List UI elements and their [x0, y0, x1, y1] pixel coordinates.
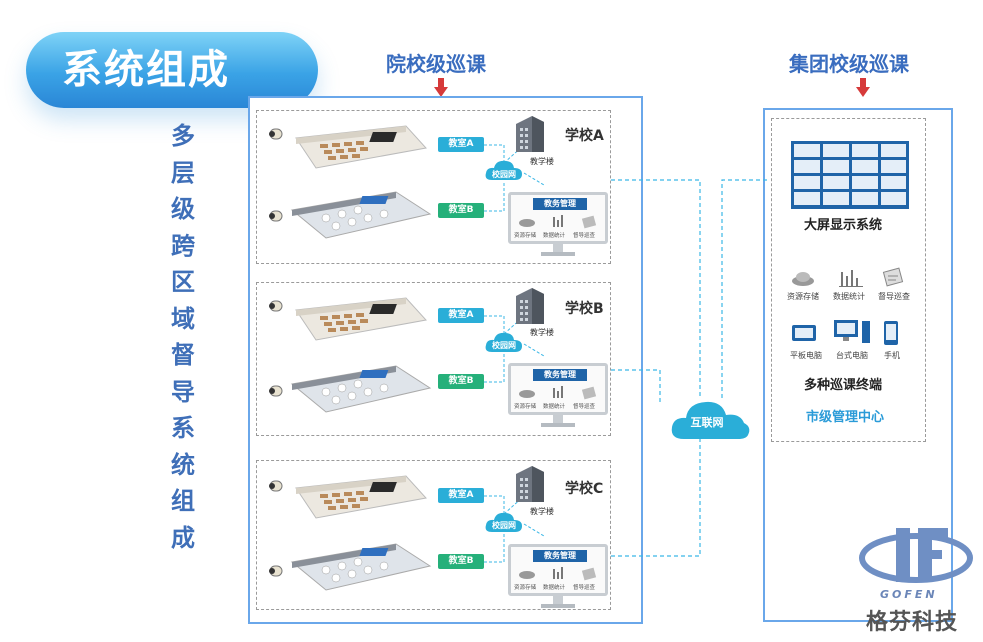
function-label: 数据统计 — [833, 292, 865, 301]
classroom-a-image — [295, 297, 427, 341]
brand-name: 格芬科技 — [866, 610, 959, 635]
cloud-icon — [485, 332, 522, 352]
monitor-label: 资源存储 — [514, 233, 537, 239]
gofen-logo — [859, 528, 973, 583]
vertical-char: 成 — [171, 523, 195, 552]
school-name: 学校C — [565, 481, 604, 497]
building-label: 教学楼 — [530, 507, 554, 516]
network-label: 校园网 — [492, 341, 516, 350]
classroom-a-tag: 教室A — [438, 488, 484, 503]
monitor-title: 教务管理 — [533, 369, 587, 381]
monitor-label: 督导巡查 — [573, 233, 596, 239]
storage-icon — [792, 272, 814, 286]
tablet-icon — [792, 325, 816, 341]
classroom-b-image — [290, 191, 432, 239]
right-section-title: 集团校级巡课 — [789, 52, 909, 76]
vertical-char: 系 — [171, 414, 195, 442]
building-icon — [516, 466, 544, 502]
monitor-icons — [519, 567, 597, 581]
page-title: 系统组成 — [62, 47, 230, 93]
vertical-char: 区 — [171, 268, 195, 296]
monitor-label: 督导巡查 — [573, 585, 596, 591]
monitor-stand — [541, 244, 575, 256]
phone-icon — [884, 321, 898, 345]
function-label: 督导巡查 — [878, 292, 910, 301]
building-icon — [516, 288, 544, 324]
monitor-label: 督导巡查 — [573, 404, 596, 410]
admin-monitor: 教务管理 资源存储 数据统计 督导巡查 — [508, 363, 608, 415]
management-center-label: 市级管理中心 — [806, 410, 885, 425]
monitor-icons — [519, 215, 597, 229]
classroom-b-tag: 教室B — [438, 203, 484, 218]
big-screen-label: 大屏显示系统 — [804, 218, 883, 233]
monitor-title: 教务管理 — [533, 550, 587, 562]
brand-sub: GOFEN — [880, 588, 938, 601]
classroom-a-image — [295, 475, 427, 519]
desktop-icon — [834, 320, 870, 343]
down-arrow-icon — [434, 78, 448, 97]
device-label: 台式电脑 — [836, 351, 868, 360]
camera-icon — [269, 565, 283, 577]
camera-icon — [269, 300, 283, 312]
vertical-char: 组 — [171, 487, 195, 515]
cloud-icon — [485, 160, 522, 180]
classroom-b-image — [290, 543, 432, 591]
school-name: 学校B — [565, 301, 604, 317]
monitor-stand — [541, 596, 575, 608]
cloud-icon — [485, 512, 522, 532]
title-banner — [26, 32, 318, 108]
classroom-b-image — [290, 365, 432, 413]
monitor-stand — [541, 415, 575, 427]
terminals-label: 多种巡课终端 — [804, 378, 883, 393]
monitor-title: 教务管理 — [533, 198, 587, 210]
camera-icon — [269, 480, 283, 492]
monitor-icons — [519, 386, 597, 400]
classroom-a-tag: 教室A — [438, 308, 484, 323]
building-label: 教学楼 — [530, 328, 554, 337]
admin-monitor: 教务管理 资源存储 数据统计 督导巡查 — [508, 544, 608, 596]
vertical-char: 多 — [171, 122, 195, 150]
device-label: 平板电脑 — [790, 351, 822, 360]
video-wall-icon — [791, 141, 909, 209]
internet-label: 互联网 — [690, 416, 724, 429]
vertical-char: 域 — [171, 304, 195, 333]
statistics-icon — [839, 270, 863, 287]
classroom-b-tag: 教室B — [438, 374, 484, 389]
function-label: 资源存储 — [787, 292, 819, 301]
down-arrow-icon — [856, 78, 870, 97]
camera-icon — [269, 385, 283, 397]
building-icon — [516, 116, 544, 152]
vertical-char: 统 — [171, 450, 195, 479]
monitor-label: 资源存储 — [514, 404, 537, 410]
monitor-label: 数据统计 — [543, 404, 566, 410]
vertical-char: 层 — [171, 158, 195, 187]
camera-icon — [269, 128, 283, 140]
school-block-c — [256, 460, 611, 610]
classroom-a-image — [295, 125, 427, 169]
building-label: 教学楼 — [530, 157, 554, 166]
inspection-icon — [882, 267, 904, 287]
vertical-char: 导 — [171, 377, 195, 406]
device-label: 手机 — [884, 351, 900, 360]
network-label: 校园网 — [492, 170, 516, 179]
vertical-title: 多 层 级 跨 区 域 督 导 系 统 组 成 — [168, 118, 198, 556]
vertical-char: 跨 — [171, 231, 195, 260]
monitor-label: 资源存储 — [514, 585, 537, 591]
monitor-label: 数据统计 — [543, 233, 566, 239]
camera-icon — [269, 210, 283, 222]
monitor-label: 数据统计 — [543, 585, 566, 591]
classroom-a-tag: 教室A — [438, 137, 484, 152]
classroom-b-tag: 教室B — [438, 554, 484, 569]
internet-cloud-icon — [671, 401, 750, 439]
admin-monitor: 教务管理 资源存储 数据统计 督导巡查 — [508, 192, 608, 244]
vertical-char: 督 — [171, 341, 195, 369]
left-section-title: 院校级巡课 — [386, 52, 486, 76]
vertical-char: 级 — [171, 195, 195, 223]
network-label: 校园网 — [492, 521, 516, 530]
school-name: 学校A — [565, 128, 604, 144]
